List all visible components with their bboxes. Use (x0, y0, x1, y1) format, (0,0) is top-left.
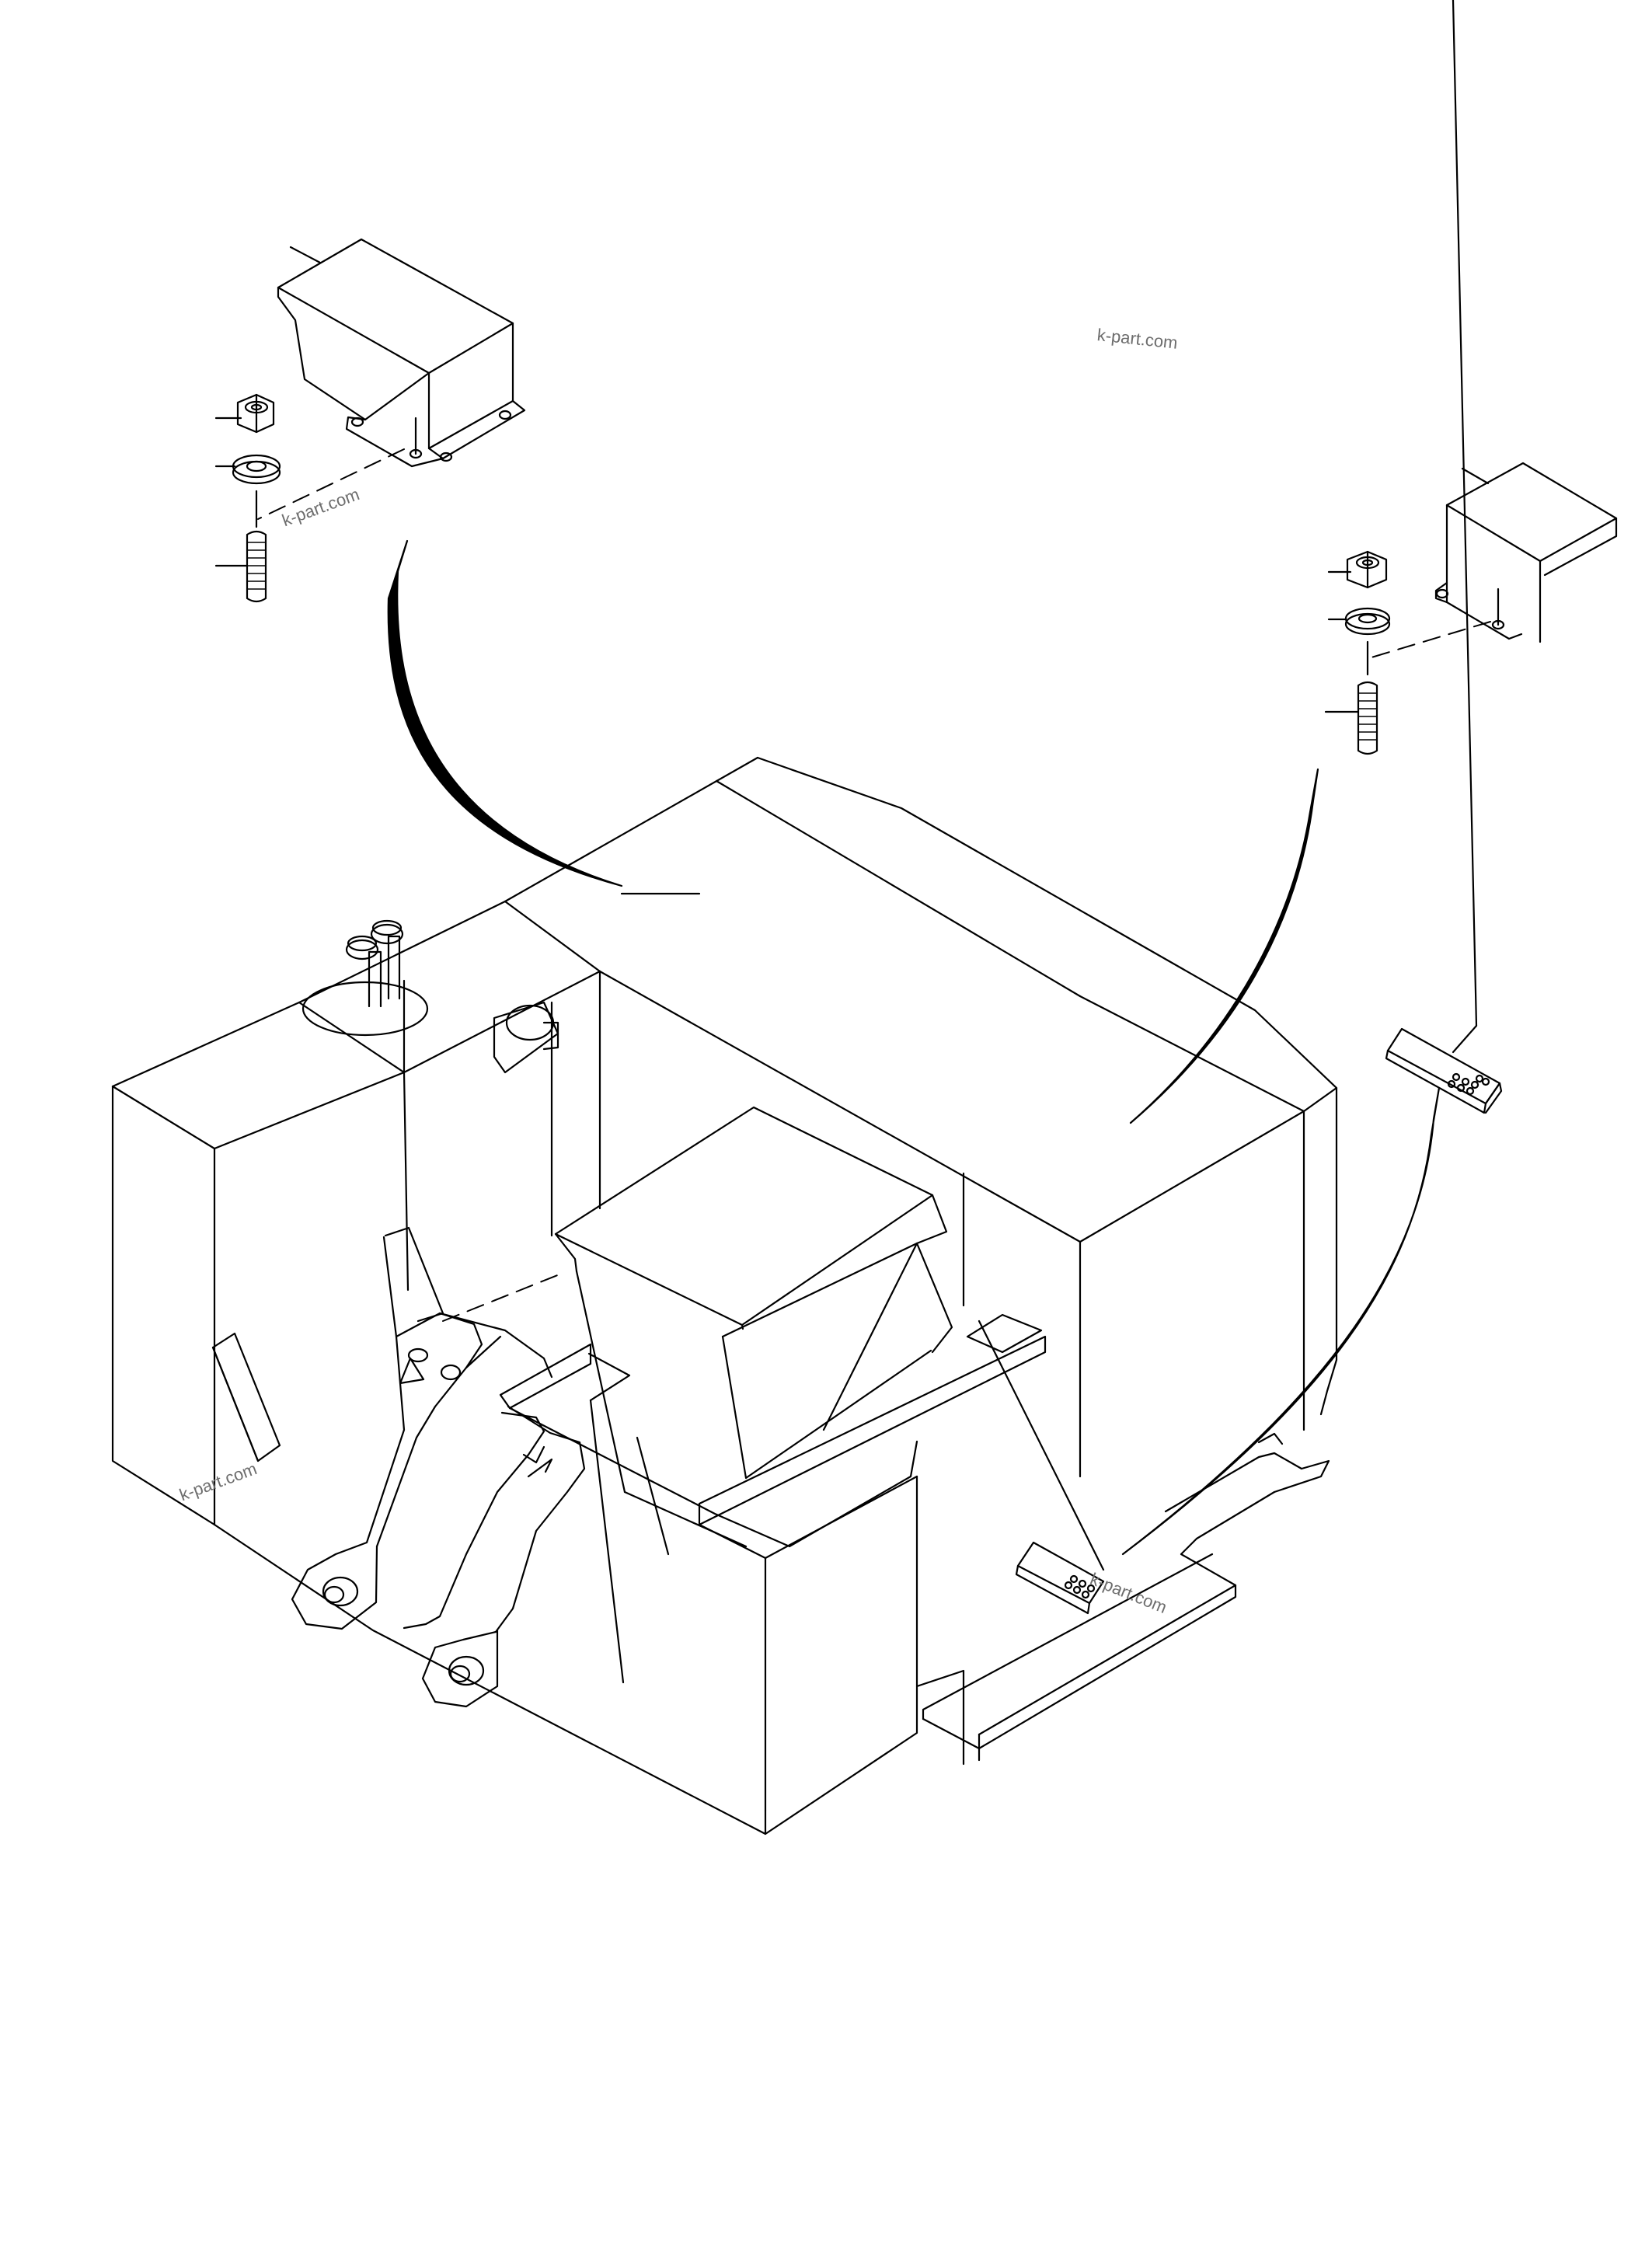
arrow-cover-small (1129, 768, 1319, 1124)
cover-large (277, 238, 526, 468)
arrow-cover-large (387, 539, 623, 887)
washer-1 (214, 454, 281, 485)
nut-2 (1327, 550, 1388, 589)
washer-2 (1327, 607, 1391, 636)
arrow-plate (1121, 1086, 1441, 1556)
stud-1 (214, 530, 267, 603)
cover-small (1434, 462, 1618, 643)
plate (1385, 0, 1503, 1114)
leader-cover-small-dash (1371, 621, 1491, 658)
nut-1 (214, 393, 275, 434)
leader-cover-large-dash (257, 448, 405, 520)
stud-2 (1324, 681, 1378, 755)
main-body (111, 756, 1338, 1835)
